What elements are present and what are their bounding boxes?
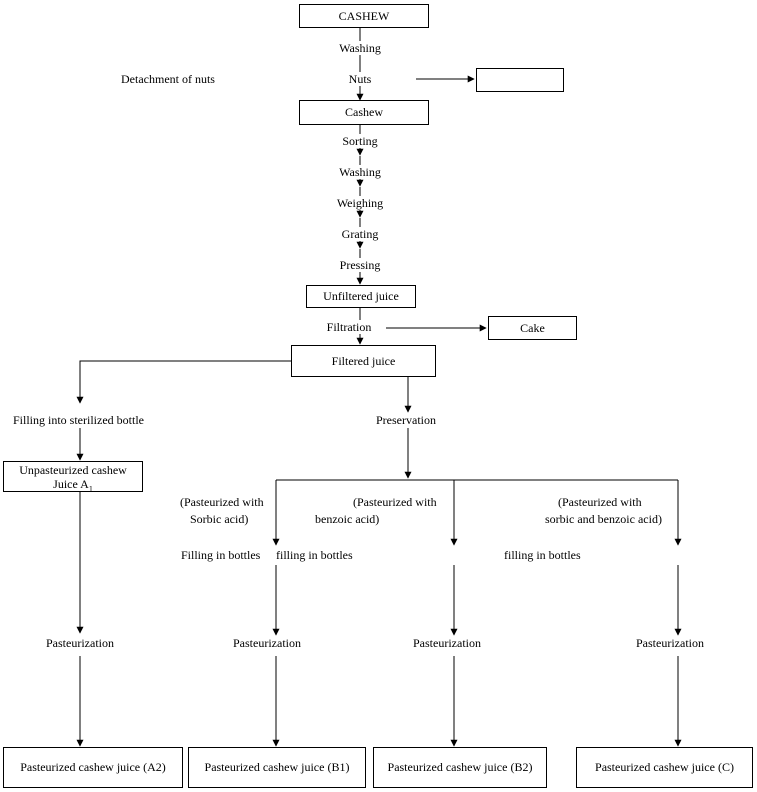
step-washing-1: Washing — [338, 41, 382, 55]
branch-c-note: (Pasteurized with sorbic and benzoic aci… — [545, 494, 662, 528]
step-pressing: Pressing — [338, 258, 382, 272]
branch-b2-note: (Pasteurized with benzoic acid) — [315, 494, 437, 528]
pasteurization-a-label: Pasteurization — [45, 636, 115, 650]
pasteurization-b1-label: Pasteurization — [232, 636, 302, 650]
filling-b2-label: filling in bottles — [275, 548, 354, 562]
branch-c-line1: (Pasteurized with — [558, 495, 642, 509]
final-c-box: Pasteurized cashew juice (C) — [576, 747, 753, 788]
final-b2-box: Pasteurized cashew juice (B2) — [373, 747, 547, 788]
final-a2-box: Pasteurized cashew juice (A2) — [3, 747, 183, 788]
step-filtration: Filtration — [325, 320, 373, 334]
arrow-filtered-filling — [76, 360, 291, 404]
branch-b2-line1: (Pasteurized with — [353, 495, 437, 509]
branch-b1-note: (Pasteurized with Sorbic acid) — [180, 494, 264, 528]
step-washing-2: Washing — [338, 165, 382, 179]
cashew-box: Cashew — [299, 100, 429, 125]
filling-sterilized-label: Filling into sterilized bottle — [12, 413, 145, 427]
step-nuts: Nuts — [347, 72, 373, 86]
unpast-juice-label: Juice A — [53, 477, 89, 492]
unfiltered-juice-box: Unfiltered juice — [306, 285, 416, 308]
step-grating: Grating — [340, 227, 380, 241]
pasteurization-c-label: Pasteurization — [635, 636, 705, 650]
filling-b1-label: Filling in bottles — [180, 548, 262, 562]
step-weighing: Weighing — [335, 196, 385, 210]
unpast-subscript: 1 — [88, 484, 93, 494]
filling-c-label: filling in bottles — [503, 548, 582, 562]
preservation-label: Preservation — [375, 413, 437, 427]
step-sorting: Sorting — [341, 134, 379, 148]
final-b1-box: Pasteurized cashew juice (B1) — [188, 747, 366, 788]
nuts-output-box — [476, 68, 564, 92]
cashew-top-box: CASHEW — [299, 4, 429, 28]
cake-box: Cake — [488, 316, 577, 340]
filtered-juice-box: Filtered juice — [291, 345, 436, 377]
branch-b2-line2: benzoic acid) — [315, 512, 380, 526]
pasteurization-b2-label: Pasteurization — [412, 636, 482, 650]
unpasteurized-juice-box: Unpasteurized cashew Juice A1 — [3, 461, 143, 494]
detachment-label: Detachment of nuts — [120, 72, 216, 86]
branch-b1-line2: Sorbic acid) — [190, 512, 249, 526]
unpast-line1: Unpasteurized cashew — [19, 463, 127, 477]
unpast-line2: Juice A1 — [4, 477, 142, 494]
branch-c-line2: sorbic and benzoic acid) — [545, 512, 662, 526]
branch-b1-line1: (Pasteurized with — [180, 495, 264, 509]
